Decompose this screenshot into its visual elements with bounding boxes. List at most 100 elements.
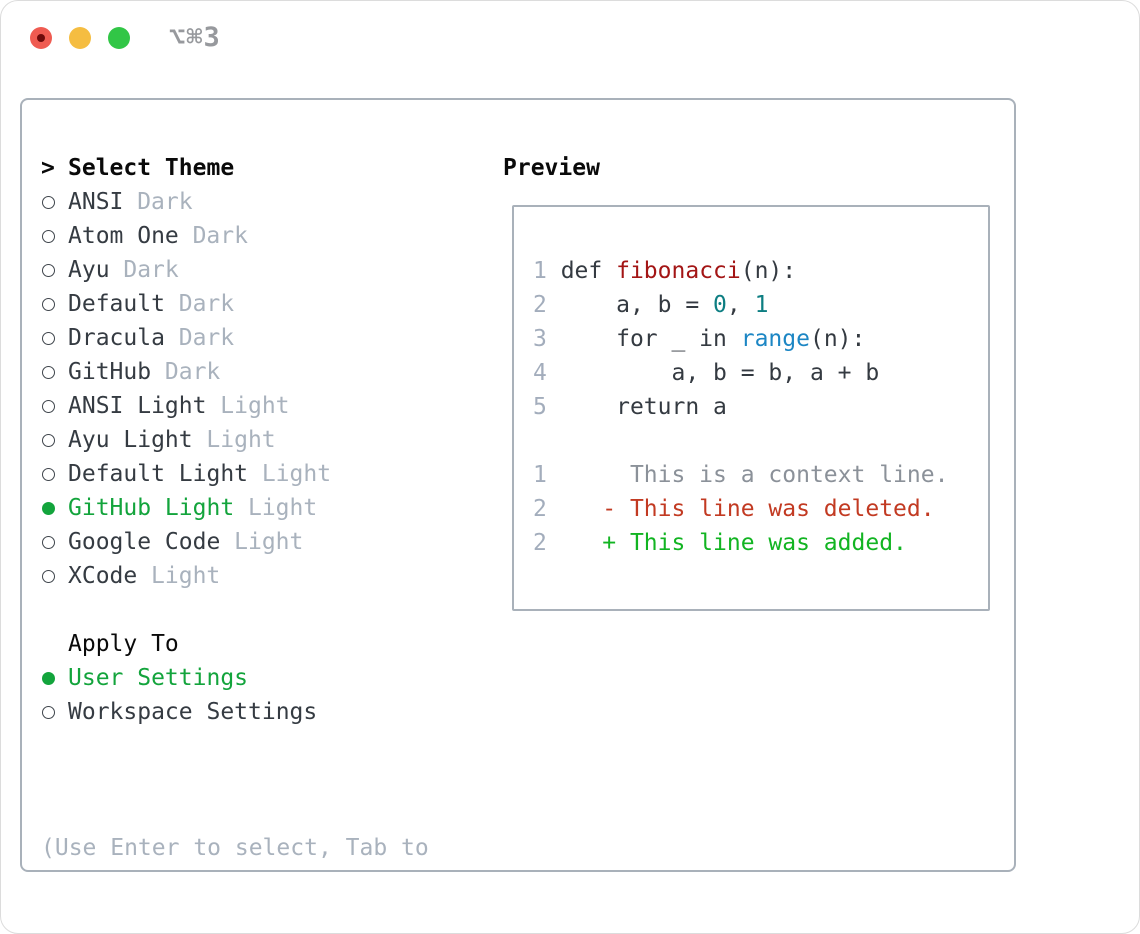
- theme-option-label: GitHub Light: [68, 495, 235, 521]
- theme-variant-badge: Light: [151, 563, 221, 589]
- diff-added-text: + This line was added.: [546, 530, 907, 556]
- theme-option-default-dark[interactable]: Default Dark: [41, 287, 331, 321]
- theme-option-github-light[interactable]: GitHub Light Light: [41, 491, 331, 525]
- radio-icon: [42, 229, 55, 243]
- close-button-dot: [37, 34, 45, 42]
- theme-variant-badge: Light: [261, 461, 332, 487]
- selection-caret-icon: >: [41, 155, 55, 181]
- code-token: return a: [546, 394, 727, 420]
- code-token: for _ in: [546, 326, 741, 352]
- radio-icon: [42, 399, 55, 413]
- theme-option-label: ANSI Light: [68, 393, 207, 419]
- theme-option-label: Atom One: [68, 223, 179, 249]
- code-token: def: [546, 258, 617, 284]
- theme-option-default-light[interactable]: Default Light Light: [41, 457, 331, 491]
- apply-to-header: Apply To: [41, 627, 317, 661]
- preview-box: 1 def fibonacci(n): 2 a, b = 0, 1 3 for …: [512, 205, 990, 611]
- theme-option-label: GitHub: [68, 359, 152, 385]
- theme-option-ayu-light[interactable]: Ayu Light Light: [41, 423, 331, 457]
- theme-variant-badge: Dark: [164, 359, 221, 385]
- code-token-function: fibonacci: [616, 258, 741, 284]
- zoom-button[interactable]: [108, 27, 130, 49]
- radio-selected-icon: [42, 501, 55, 515]
- code-token-builtin: range: [740, 326, 810, 352]
- theme-variant-badge: Dark: [178, 325, 235, 351]
- line-number: 1: [533, 462, 547, 488]
- theme-option-xcode[interactable]: XCode Light: [41, 559, 331, 593]
- code-token-number: 1: [754, 292, 769, 318]
- titlebar: ⌥⌘3: [1, 1, 1139, 75]
- theme-option-ayu-dark[interactable]: Ayu Dark: [41, 253, 331, 287]
- radio-icon: [42, 569, 55, 583]
- theme-option-label: Ayu: [68, 257, 110, 283]
- radio-icon: [42, 331, 55, 345]
- radio-icon: [42, 195, 55, 209]
- theme-variant-badge: Dark: [192, 223, 248, 249]
- line-number: 3: [533, 326, 547, 352]
- theme-picker-panel: > Select Theme ANSI Dark Atom One Dark A…: [20, 98, 1016, 872]
- theme-option-label: Default Light: [68, 461, 249, 487]
- code-token-number: 0: [713, 292, 727, 318]
- theme-option-label: XCode: [68, 563, 138, 589]
- radio-icon: [42, 365, 55, 379]
- line-number: 2: [533, 530, 547, 556]
- close-button[interactable]: [30, 27, 52, 49]
- theme-variant-badge: Light: [206, 427, 276, 453]
- code-line: 2 a, b = 0, 1: [533, 288, 988, 322]
- code-line: 4 a, b = b, a + b: [533, 356, 988, 390]
- code-token: a, b =: [546, 292, 714, 318]
- theme-option-ansi-light[interactable]: ANSI Light Light: [41, 389, 331, 423]
- line-number: 4: [533, 360, 547, 386]
- line-number: 2: [533, 496, 547, 522]
- theme-option-label: Google Code: [68, 529, 221, 555]
- radio-icon: [42, 467, 55, 481]
- theme-option-atom-one-dark[interactable]: Atom One Dark: [41, 219, 331, 253]
- apply-option-label: Workspace Settings: [68, 699, 318, 725]
- code-line: 1 def fibonacci(n):: [533, 254, 988, 288]
- code-token: (n):: [740, 258, 797, 284]
- apply-to-header-label: Apply To: [68, 631, 179, 657]
- blank-line: [533, 424, 988, 458]
- theme-list: > Select Theme ANSI Dark Atom One Dark A…: [41, 151, 331, 593]
- window-title: ⌥⌘3: [169, 22, 221, 53]
- line-number: 2: [533, 292, 547, 318]
- minimize-button[interactable]: [69, 27, 91, 49]
- radio-icon: [42, 297, 55, 311]
- code-line: 3 for _ in range(n):: [533, 322, 988, 356]
- radio-selected-icon: [42, 671, 55, 685]
- theme-variant-badge: Dark: [137, 189, 193, 215]
- diff-line-added: 2 + This line was added.: [533, 526, 988, 560]
- radio-icon: [42, 433, 55, 447]
- code-line: 5 return a: [533, 390, 988, 424]
- diff-deleted-text: - This line was deleted.: [546, 496, 935, 522]
- radio-icon: [42, 263, 55, 277]
- traffic-lights: [30, 27, 130, 49]
- line-number: 1: [533, 258, 547, 284]
- theme-option-github-dark[interactable]: GitHub Dark: [41, 355, 331, 389]
- apply-to-section: Apply To User Settings Workspace Setting…: [41, 627, 317, 729]
- code-token: a, b = b, a + b: [546, 360, 880, 386]
- apply-option-workspace-settings[interactable]: Workspace Settings: [41, 695, 317, 729]
- radio-icon: [42, 705, 55, 719]
- theme-list-header: > Select Theme: [41, 151, 331, 185]
- diff-line-deleted: 2 - This line was deleted.: [533, 492, 988, 526]
- apply-option-label: User Settings: [68, 665, 249, 691]
- theme-variant-badge: Light: [234, 529, 304, 555]
- theme-list-header-label: Select Theme: [68, 155, 235, 181]
- diff-context-text: This is a context line.: [546, 462, 949, 488]
- theme-variant-badge: Dark: [178, 291, 235, 317]
- theme-variant-badge: Light: [220, 393, 290, 419]
- theme-option-ansi-dark[interactable]: ANSI Dark: [41, 185, 331, 219]
- code-token: ,: [726, 292, 755, 318]
- theme-option-google-code[interactable]: Google Code Light: [41, 525, 331, 559]
- theme-option-dracula-dark[interactable]: Dracula Dark: [41, 321, 331, 355]
- theme-option-label: Default: [68, 291, 165, 317]
- preview-title: Preview: [503, 155, 600, 181]
- theme-variant-badge: Dark: [123, 257, 179, 283]
- apply-option-user-settings[interactable]: User Settings: [41, 661, 317, 695]
- line-number: 5: [533, 394, 547, 420]
- theme-option-label: Dracula: [68, 325, 165, 351]
- hint-line-1: (Use Enter to select, Tab to: [41, 835, 429, 861]
- diff-line-context: 1 This is a context line.: [533, 458, 988, 492]
- theme-option-label: Ayu Light: [68, 427, 193, 453]
